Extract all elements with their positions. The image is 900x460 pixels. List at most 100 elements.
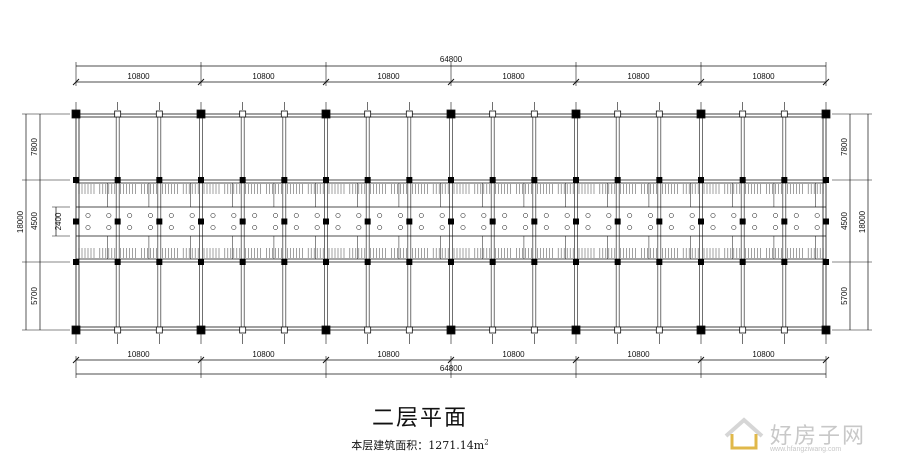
fixture-symbol (606, 213, 612, 218)
column-north (739, 177, 746, 183)
fixture-symbol (252, 213, 258, 218)
column-south (656, 259, 663, 265)
column-top (821, 109, 831, 119)
column-mid (531, 218, 538, 225)
dim-left-north: 7800 (30, 138, 39, 156)
drawing-title: 二层平面 (371, 406, 468, 431)
column-south (448, 259, 454, 265)
column-north (448, 177, 454, 183)
column-bottom (780, 326, 788, 334)
column-top (489, 110, 497, 118)
fixture-symbol (773, 213, 778, 218)
column-south (573, 259, 579, 265)
fixture-symbol (710, 213, 716, 218)
column-south (323, 259, 329, 265)
fixture-symbol (356, 213, 362, 218)
dim-bay-bottom: 10800 (752, 350, 775, 359)
column-top (155, 110, 163, 118)
column-mid (281, 218, 288, 225)
dim-tick-slash (697, 78, 705, 86)
dim-right-north: 7800 (840, 138, 849, 156)
column-top (239, 110, 247, 118)
column-mid (448, 218, 454, 225)
dim-right-corridor: 4500 (840, 212, 849, 230)
column-bottom (405, 326, 413, 334)
fixture-symbol (252, 225, 258, 230)
fixture-symbol (273, 225, 278, 230)
column-north (823, 177, 829, 183)
column-mid (239, 218, 246, 225)
column-bottom (364, 326, 372, 334)
column-south (281, 259, 288, 265)
column-top (280, 110, 288, 118)
column-mid (573, 218, 579, 225)
dim-bay-top: 10800 (502, 72, 525, 81)
fixture-symbol (481, 225, 487, 230)
dim-left-total: 18000 (16, 210, 25, 233)
column-south (114, 259, 121, 265)
dim-tick-slash (822, 356, 830, 364)
fixture-symbol (148, 213, 153, 218)
column-top (196, 109, 206, 119)
dim-tick-slash (697, 356, 705, 364)
dim-overall-top: 64800 (440, 55, 463, 64)
column-mid (156, 218, 163, 225)
column-bottom (571, 325, 581, 335)
fixture-symbol (668, 213, 674, 218)
dim-bay-bottom: 10800 (627, 350, 650, 359)
fixture-symbol (585, 225, 591, 230)
column-mid (698, 218, 704, 225)
column-bottom (71, 325, 81, 335)
fixture-symbol (481, 213, 487, 218)
column-bottom (696, 325, 706, 335)
column-top (614, 110, 622, 118)
fixture-symbol (793, 225, 799, 230)
column-bottom (821, 325, 831, 335)
column-north (156, 177, 163, 183)
column-south (239, 259, 246, 265)
column-bottom (239, 326, 247, 334)
fixture-symbol (543, 213, 549, 218)
dim-tick-slash (322, 356, 330, 364)
fixture-symbol (189, 225, 195, 230)
dim-bay-top: 10800 (627, 72, 650, 81)
fixture-symbol (335, 213, 341, 218)
column-north (281, 177, 288, 183)
dim-bay-top: 10800 (252, 72, 275, 81)
dim-tick-slash (822, 78, 830, 86)
dim-tick-slash (197, 78, 205, 86)
column-bottom (614, 326, 622, 334)
column-north (573, 177, 579, 183)
watermark-url: www.hfangziwang.com (770, 446, 842, 453)
column-bottom (655, 326, 663, 334)
fixture-symbol (335, 225, 341, 230)
column-mid (323, 218, 329, 225)
column-south (531, 259, 538, 265)
column-south (739, 259, 746, 265)
column-north (239, 177, 246, 183)
fixture-symbol (231, 225, 237, 230)
dim-bay-bottom: 10800 (502, 350, 525, 359)
dim-bay-bottom: 10800 (127, 350, 150, 359)
fixture-symbol (627, 225, 633, 230)
column-north (531, 177, 538, 183)
fixture-symbol (731, 213, 737, 218)
column-top (655, 110, 663, 118)
column-bottom (280, 326, 288, 334)
column-bottom (114, 326, 122, 334)
column-top (530, 110, 538, 118)
fixture-symbol (460, 225, 466, 230)
fixture-symbol (502, 213, 508, 218)
fixture-symbol (689, 225, 695, 230)
column-south (698, 259, 704, 265)
column-mid (656, 218, 663, 225)
column-bottom (196, 325, 206, 335)
column-mid (781, 218, 788, 225)
column-south (614, 259, 621, 265)
fixture-symbol (168, 225, 174, 230)
fixture-symbol (377, 225, 383, 230)
fixture-symbol (814, 225, 820, 230)
column-mid (489, 218, 496, 225)
fixture-symbol (731, 225, 737, 230)
